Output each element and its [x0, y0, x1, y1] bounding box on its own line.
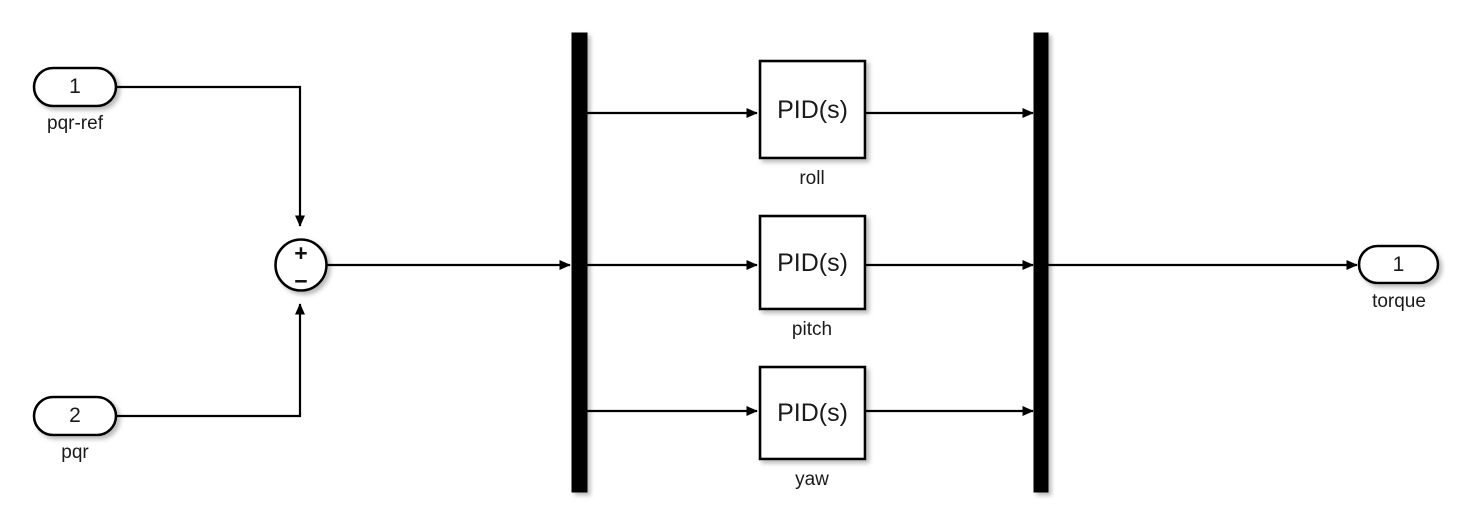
sum-plus-sign: + — [294, 240, 308, 266]
pid-block-roll-shape[interactable] — [758, 59, 867, 160]
pid-block-yaw-shape[interactable] — [758, 365, 867, 461]
inport-2-number: 2 — [69, 404, 81, 427]
signal-pqrref-to-sum — [116, 85, 306, 227]
sum-block-shape[interactable] — [274, 238, 328, 292]
signal-pqr-to-sum — [116, 303, 306, 418]
pid-block-roll-text: PID(s) — [777, 96, 848, 124]
demux-block-shape[interactable] — [571, 32, 588, 493]
outport-1-number: 1 — [1392, 253, 1405, 276]
pid-block-pitch-shape[interactable] — [758, 214, 867, 311]
inport-2-label: pqr — [61, 442, 89, 463]
inport-1-number: 1 — [69, 75, 81, 98]
outport-1-shape[interactable] — [1357, 244, 1440, 285]
pid-block-roll-label: roll — [799, 168, 825, 189]
mux-block-shape[interactable] — [1033, 32, 1049, 493]
pid-block-pitch-label: pitch — [791, 319, 833, 340]
sum-minus-sign: − — [294, 268, 308, 294]
outport-1-label: torque — [1372, 291, 1426, 312]
pid-block-pitch-text: PID(s) — [777, 249, 848, 277]
pid-block-yaw-text: PID(s) — [777, 399, 848, 427]
pid-block-yaw-label: yaw — [795, 469, 829, 490]
inport-1-label: pqr-ref — [47, 113, 103, 134]
